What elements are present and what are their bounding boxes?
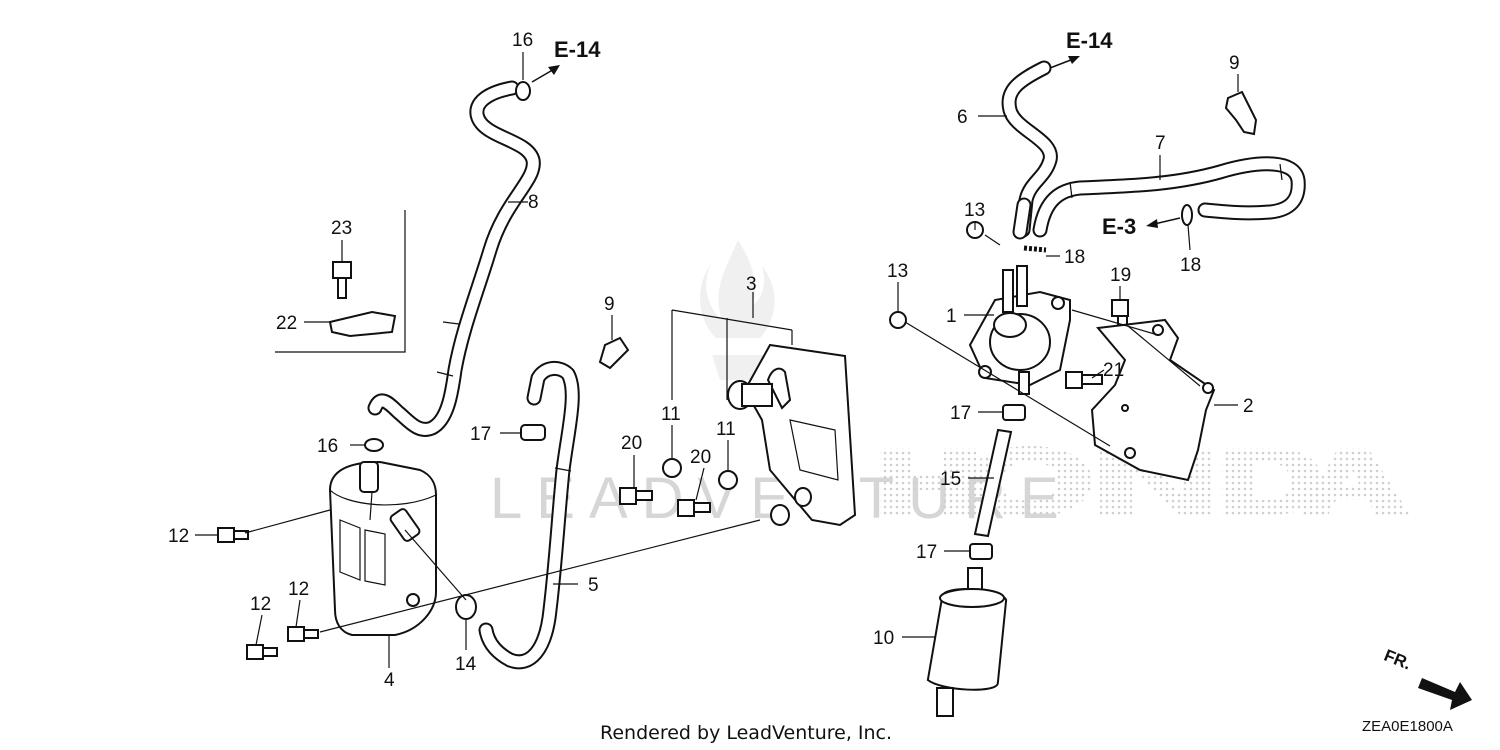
canister-4 <box>328 460 437 636</box>
clip-16-mid <box>364 438 384 452</box>
callout-leaders <box>195 52 1239 668</box>
bolt-12-b <box>246 644 278 660</box>
callout-1: 1 <box>946 306 957 327</box>
callout-2: 2 <box>1243 396 1254 417</box>
bolt-12-a <box>217 527 249 543</box>
hose-8 <box>367 80 541 437</box>
callout-3: 3 <box>746 274 757 295</box>
bracket-3-leader <box>671 309 793 331</box>
bolt-20-b <box>677 499 711 517</box>
screw-13-b <box>889 311 907 329</box>
bolt-21 <box>1065 371 1103 389</box>
ref-e3-arrow <box>1146 217 1181 228</box>
callout-15: 15 <box>940 469 961 490</box>
clip-14 <box>455 594 477 620</box>
clip-16-top <box>515 81 531 101</box>
callout-12-a: 12 <box>168 526 189 547</box>
callout-14: 14 <box>455 654 477 675</box>
ref-e14-right[interactable]: E-14 <box>1066 28 1113 53</box>
watermark-honda <box>880 446 1410 517</box>
callout-22: 22 <box>276 313 297 334</box>
callout-21: 21 <box>1103 360 1124 381</box>
ref-e14-left[interactable]: E-14 <box>554 37 601 62</box>
callout-9-left: 9 <box>604 294 615 315</box>
bolt-20-a <box>619 487 653 505</box>
tube-15 <box>973 428 1013 538</box>
clip-9-right <box>1224 90 1258 136</box>
callout-20-b: 20 <box>690 447 711 468</box>
ref-e14-left-arrow <box>531 65 560 83</box>
diagram-code: ZEA0E1800A <box>1362 718 1453 735</box>
ref-e14-right-arrow <box>1049 56 1080 69</box>
callout-17-left: 17 <box>470 424 491 445</box>
callout-23: 23 <box>331 218 352 239</box>
bracket-3 <box>727 343 857 527</box>
clip-17-upper <box>1002 404 1026 421</box>
callout-12-b: 12 <box>250 594 271 615</box>
fuel-pump-1 <box>968 265 1071 395</box>
fuel-filter-10 <box>926 567 1008 717</box>
clip-17-lower <box>969 543 993 560</box>
bracket-2 <box>1090 318 1216 482</box>
callout-13-a: 13 <box>964 200 985 221</box>
clip-17-left <box>520 424 546 441</box>
clip-18-right <box>1181 204 1193 226</box>
callout-17-lower: 17 <box>916 542 937 563</box>
callout-11-b: 11 <box>716 419 736 440</box>
bolt-23 <box>332 261 352 299</box>
callout-20-a: 20 <box>621 433 642 454</box>
front-direction-label: FR. <box>1381 646 1414 674</box>
inset-frame <box>275 210 406 353</box>
clip-18-left <box>1023 245 1047 253</box>
callout-16-mid: 16 <box>317 436 338 457</box>
callout-9-right: 9 <box>1229 53 1240 74</box>
callout-13-b: 13 <box>887 261 908 282</box>
washer-11-a <box>662 458 682 478</box>
callout-8: 8 <box>528 192 539 213</box>
callout-5: 5 <box>588 575 599 596</box>
callout-11-a: 11 <box>661 404 681 425</box>
callout-17-upper: 17 <box>950 403 971 424</box>
callout-18-b: 18 <box>1180 255 1201 276</box>
bolt-12-c <box>287 626 319 642</box>
hose-6 <box>1001 60 1058 240</box>
footer-credit: Rendered by LeadVenture, Inc. <box>600 722 892 744</box>
bracket-22 <box>328 310 397 338</box>
clip-9-left <box>598 336 630 370</box>
washer-11-b <box>718 470 738 490</box>
callout-12-c: 12 <box>288 579 309 600</box>
callout-10: 10 <box>873 628 894 649</box>
callout-7: 7 <box>1155 133 1166 154</box>
hose-5 <box>478 361 580 670</box>
front-direction-arrow-icon <box>1418 678 1472 710</box>
callout-4: 4 <box>384 670 395 691</box>
callout-18-a: 18 <box>1064 247 1085 268</box>
callout-6: 6 <box>957 107 968 128</box>
ref-e3[interactable]: E-3 <box>1102 214 1136 239</box>
callout-19: 19 <box>1110 265 1131 286</box>
callout-16-top: 16 <box>512 30 533 51</box>
hose-7 <box>1032 156 1306 238</box>
